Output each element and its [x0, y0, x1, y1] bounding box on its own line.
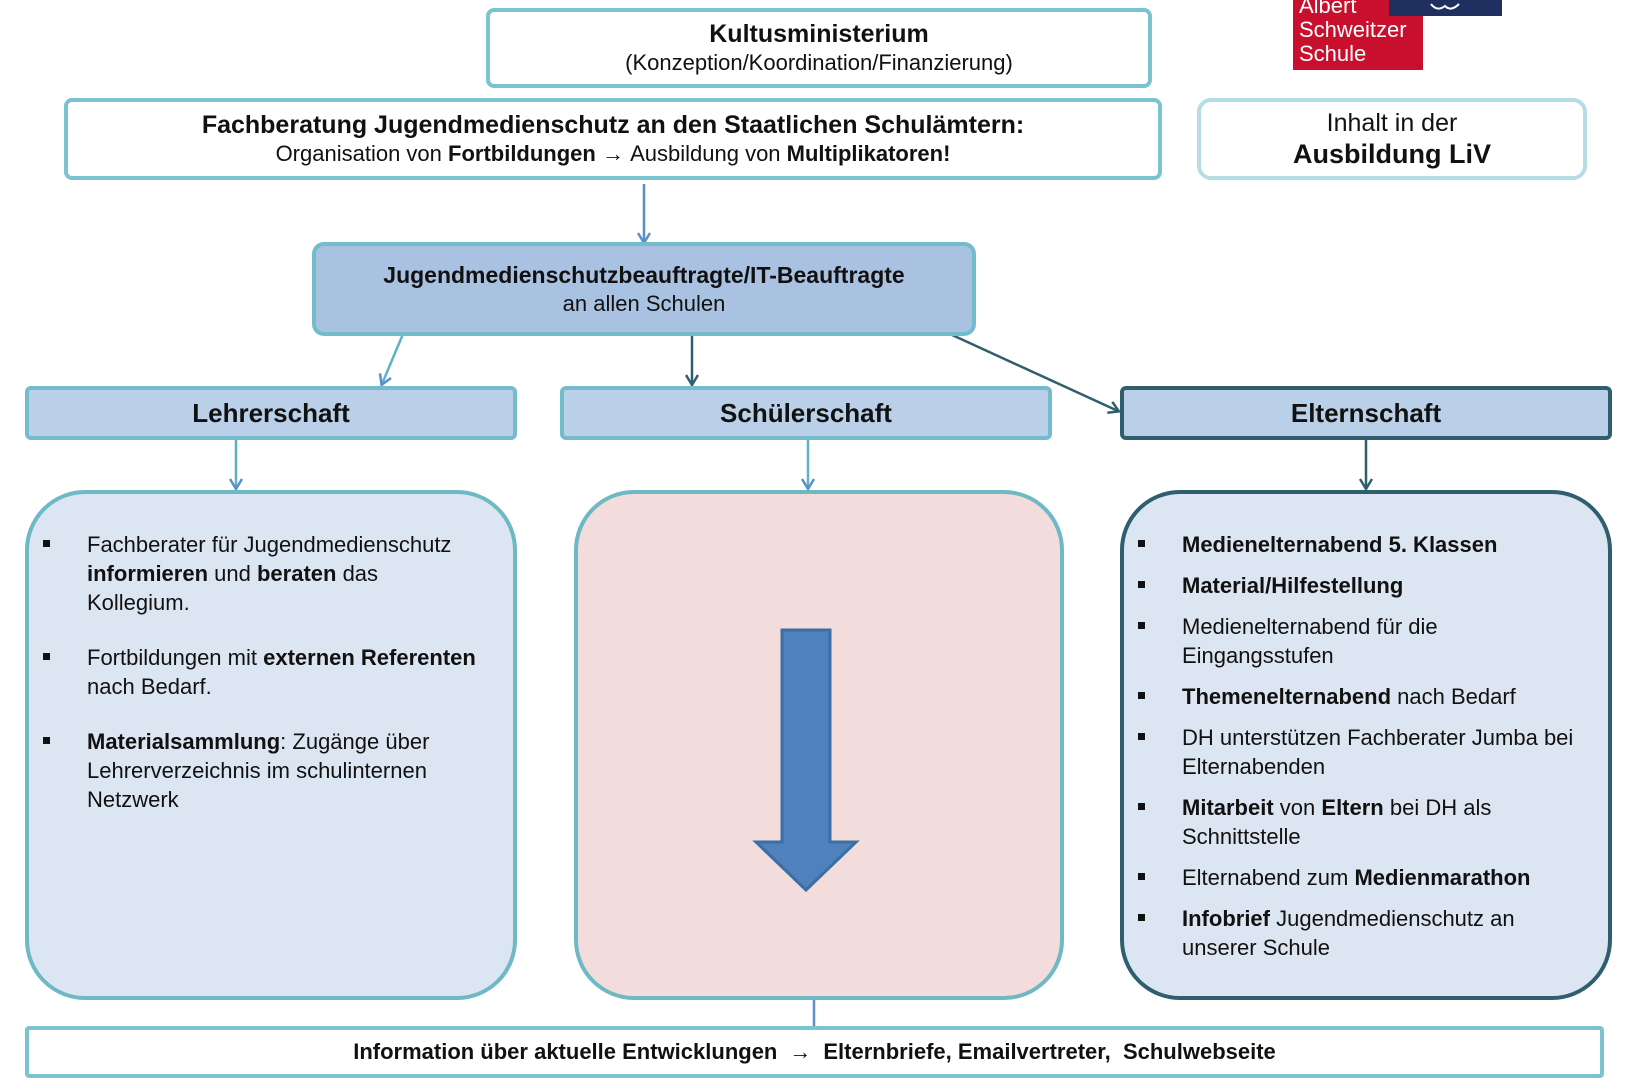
list-item: Themenelternabend nach Bedarf	[1124, 682, 1592, 711]
logo-line-1: Albert	[1299, 0, 1357, 18]
ministry-title: Kultusministerium	[709, 20, 929, 48]
text-segment: DH unterstützen Fachberater Jumba bei El…	[1182, 725, 1574, 779]
list-item: Fortbildungen mit externen Referenten na…	[29, 643, 485, 701]
text-segment: Organisation von	[275, 141, 448, 166]
lehrerschaft-label: Lehrerschaft	[192, 397, 350, 428]
footer-left-text: Information über aktuelle Entwicklungen	[353, 1039, 778, 1064]
liv-box: Inhalt in der Ausbildung LiV	[1197, 98, 1587, 180]
bold-text-segment: Infobrief	[1182, 906, 1270, 931]
elternschaft-header: Elternschaft	[1120, 386, 1612, 440]
lehrerschaft-content: Fachberater für Jugendmedienschutz infor…	[25, 490, 517, 1000]
logo-line-3: Schule	[1299, 41, 1367, 66]
schuelerschaft-content	[574, 490, 1064, 1000]
beauftragte-box: Jugendmedienschutzbeauftragte/IT-Beauftr…	[312, 242, 976, 336]
elternschaft-label: Elternschaft	[1290, 397, 1442, 428]
fachberatung-line2: Organisation von Fortbildungen → Ausbild…	[276, 140, 951, 168]
text-segment: Elternabend zum	[1182, 865, 1355, 890]
text-segment: und	[208, 561, 257, 586]
logo-emblem	[1389, 0, 1502, 16]
schuelerschaft-header: Schülerschaft	[560, 386, 1052, 440]
text-segment: nach Bedarf.	[87, 674, 212, 699]
bold-text-segment: Medienmarathon	[1354, 865, 1531, 890]
beauftragte-subtitle: an allen Schulen	[562, 291, 726, 316]
text-segment: das Kollegium.	[87, 561, 379, 615]
text-segment: Fortbildungen mit	[87, 645, 264, 670]
list-item: Fachberater für Jugendmedienschutz infor…	[29, 530, 485, 617]
bold-text-segment: informieren	[87, 561, 209, 586]
text-segment: Ausbildung von	[630, 141, 787, 166]
bold-text-segment: Material/Hilfestellung	[1182, 573, 1404, 598]
lehrer-list: Fachberater für Jugendmedienschutz infor…	[29, 530, 485, 814]
footer-arrow: →	[789, 1039, 812, 1064]
bold-text-segment: Mitarbeit	[1182, 795, 1274, 820]
list-item: Medienelternabend 5. Klassen	[1124, 530, 1592, 559]
list-item: Mitarbeit von Eltern bei DH als Schnitts…	[1124, 793, 1592, 851]
logo-line-2: Schweitzer	[1299, 17, 1407, 42]
fachberatung-box: Fachberatung Jugendmedienschutz an den S…	[64, 98, 1162, 180]
ministry-box: Kultusministerium (Konzeption/Koordinati…	[486, 8, 1152, 88]
text-segment: Medienelternabend für die Eingangsstufen	[1182, 614, 1438, 668]
text-segment: Jugendmedienschutz an unserer Schule	[1182, 906, 1515, 960]
arrow-to-eltern	[949, 332, 1118, 411]
bold-text-segment: externen Referenten	[263, 645, 476, 670]
arrow-to-lehrer	[382, 333, 405, 384]
schuelerschaft-label: Schülerschaft	[720, 397, 892, 428]
liv-line2: Ausbildung LiV	[1293, 139, 1491, 169]
footer-box: Information über aktuelle Entwicklungen …	[25, 1026, 1604, 1078]
emblem-icon	[1430, 3, 1460, 10]
fachberatung-title: Fachberatung Jugendmedienschutz an den S…	[201, 111, 1025, 139]
lehrerschaft-header: Lehrerschaft	[25, 386, 517, 440]
text-segment: bei DH als Schnittstelle	[1182, 795, 1492, 849]
logo-text: Albert Schweitzer Schule	[1299, 0, 1407, 66]
bold-text-segment: Multiplikatoren!	[786, 141, 951, 166]
bold-text-segment: Themenelternabend	[1182, 684, 1392, 709]
liv-line1: Inhalt in der	[1326, 109, 1458, 137]
text-segment: von	[1273, 795, 1322, 820]
bold-text-segment: Eltern	[1321, 795, 1384, 820]
list-item: Elternabend zum Medienmarathon	[1124, 863, 1592, 892]
footer-right-text: Elternbriefe, Emailvertreter, Schulwebse…	[823, 1039, 1276, 1064]
bold-text-segment: Fortbildungen	[448, 141, 596, 166]
beauftragte-title: Jugendmedienschutzbeauftragte/IT-Beauftr…	[383, 262, 905, 288]
list-item: Material/Hilfestellung	[1124, 571, 1592, 600]
text-segment: nach Bedarf	[1391, 684, 1516, 709]
ministry-subtitle: (Konzeption/Koordination/Finanzierung)	[625, 50, 1013, 75]
text-segment: Fachberater für Jugendmedienschutz	[87, 532, 452, 557]
list-item: Infobrief Jugendmedienschutz an unserer …	[1124, 904, 1592, 962]
list-item: Materialsammlung: Zugänge über Lehrerver…	[29, 727, 485, 814]
list-item: DH unterstützen Fachberater Jumba bei El…	[1124, 723, 1592, 781]
bold-text-segment: Materialsammlung	[87, 729, 281, 754]
bold-text-segment: →	[595, 141, 631, 166]
list-item: Medienelternabend für die Eingangsstufen	[1124, 612, 1592, 670]
down-arrow-icon	[752, 628, 860, 893]
text-segment: : Zugänge über Lehrerverzeichnis im schu…	[87, 729, 430, 812]
bold-text-segment: beraten	[256, 561, 337, 586]
bold-text-segment: Medienelternabend 5. Klassen	[1182, 532, 1498, 557]
